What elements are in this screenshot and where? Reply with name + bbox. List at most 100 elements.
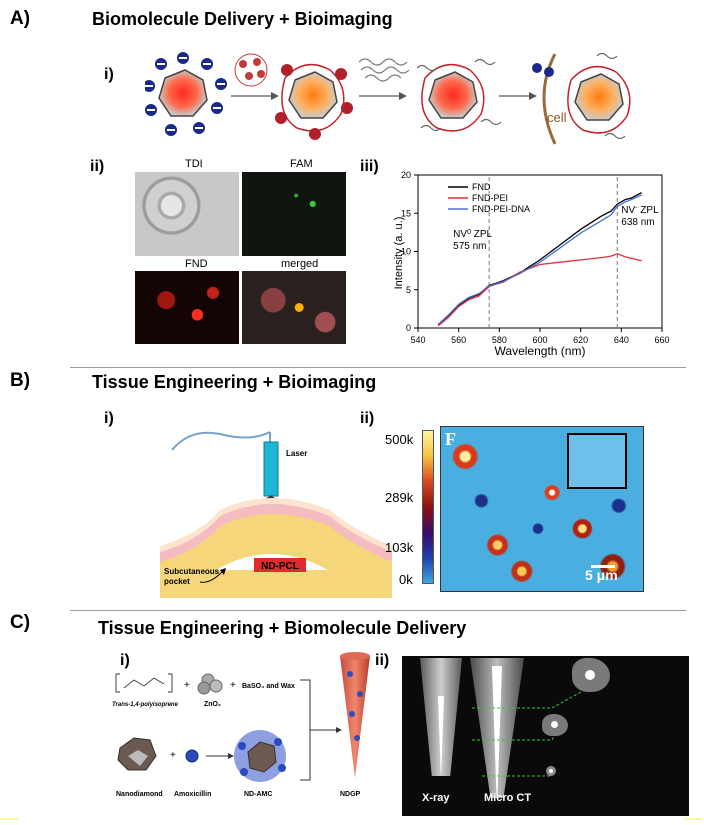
colorbar <box>422 430 434 584</box>
section-divider <box>70 367 686 368</box>
pei-cluster <box>234 53 268 87</box>
section-a-letter: A) <box>10 8 31 29</box>
zpl-annotation: NV- ZPL <box>621 205 659 217</box>
section-b-letter: B) <box>10 370 31 391</box>
cell-label: cell <box>547 110 567 125</box>
panel-b-i-label: i) <box>104 410 114 427</box>
panel-watermark-f: F <box>445 429 456 449</box>
ndgp-label: NDGP <box>340 791 361 798</box>
section-divider <box>70 610 686 611</box>
polyisoprene-structure <box>115 673 173 693</box>
ct-slice-2-core <box>551 721 558 728</box>
section-c-letter: C) <box>10 612 31 633</box>
section-c-title: Tissue Engineering + Biomolecule Deliver… <box>98 618 467 638</box>
micrograph-label-fam: FAM <box>290 158 313 170</box>
zpl-annotation-wavelength: 638 nm <box>621 217 654 228</box>
micrograph-grid: TDI FAM FND merged <box>135 158 347 344</box>
y-tick-label: 15 <box>401 208 411 218</box>
x-tick-label: 580 <box>492 335 507 345</box>
ndgp-cone: NDGP <box>340 652 370 798</box>
y-tick-label: 10 <box>401 247 411 257</box>
x-tick-label: 620 <box>573 335 588 345</box>
ndgp-formulation-schematic: Trans-1,4-polyisoprene + ZnO₂ + BaSO₄ an… <box>112 673 342 798</box>
y-axis-title: Intensity (a. u.) <box>393 217 405 290</box>
xray-label: X-ray <box>422 792 450 804</box>
nd-pei-particle <box>275 63 353 140</box>
series-line-fnd <box>437 192 643 326</box>
skin-layer <box>160 504 392 562</box>
panel-c-ii-label: ii) <box>375 652 390 669</box>
x-axis-title: Wavelength (nm) <box>495 344 586 358</box>
plus-sign: + <box>230 680 236 691</box>
y-tick-label: 20 <box>401 170 411 180</box>
cell-membrane <box>542 53 557 145</box>
combine-bracket <box>300 679 311 781</box>
baso-label: BaSO₄ and Wax <box>242 683 295 690</box>
microct-label: Micro CT <box>484 792 532 804</box>
legend-label: FND <box>472 182 491 192</box>
micrograph-label-tdi: TDI <box>185 158 203 170</box>
plus-sign: + <box>184 680 190 691</box>
nd-pcl-label: ND-PCL <box>261 561 299 572</box>
x-tick-label: 600 <box>532 335 547 345</box>
corner-mark <box>684 818 702 820</box>
series-line-fnd-pei <box>437 253 642 327</box>
y-tick-label: 0 <box>406 323 411 333</box>
corner-mark <box>0 818 18 820</box>
xray-root-fill <box>438 696 444 772</box>
section-a-title: Biomolecule Delivery + Bioimaging <box>92 9 393 29</box>
micrograph-label-merged: merged <box>281 258 319 270</box>
delivery-schematic: cell <box>145 52 631 145</box>
x-tick-label: 560 <box>451 335 466 345</box>
scale-bar <box>591 565 615 568</box>
fat-layer <box>160 509 392 598</box>
nd-pei-dna-particle <box>416 58 502 132</box>
x-tick-label: 660 <box>654 335 669 345</box>
nd-in-cell <box>532 52 631 140</box>
polyisoprene-label: Trans-1,4-polyisoprene <box>112 702 179 708</box>
micrograph-fam <box>242 172 346 256</box>
x-tick-label: 540 <box>410 335 425 345</box>
inset-control-image <box>567 433 627 489</box>
zpl-annotation-wavelength: 575 nm <box>453 241 486 252</box>
scale-bar-label: 5 μm <box>585 567 618 583</box>
nanodiamond-label: Nanodiamond <box>116 791 163 798</box>
zpl-annotation: NV0 ZPL <box>453 229 492 241</box>
y-tick-label: 5 <box>406 285 411 295</box>
colorbar-tick-500k: 500k <box>385 432 414 447</box>
zno-label: ZnO₂ <box>204 701 221 708</box>
nd-amc-label: ND-AMC <box>244 791 272 798</box>
dna-strands <box>358 58 410 82</box>
nd-pcl-implant <box>254 558 306 572</box>
plus-sign: + <box>170 750 176 761</box>
pocket-label-1: Subcutaneous <box>164 567 220 576</box>
legend-label: FND-PEI <box>472 193 508 203</box>
pocket-label-2: pocket <box>164 577 190 586</box>
panel-a-iii-label: iii) <box>360 158 379 175</box>
fluorescence-map: F 5 μm <box>440 426 644 592</box>
panel-a-i-label: i) <box>104 66 114 83</box>
panel-b-ii-label: ii) <box>360 410 375 427</box>
legend-label: FND-PEI-DNA <box>472 204 530 214</box>
micrograph-merged <box>242 271 346 344</box>
amoxicillin-label: Amoxicillin <box>174 791 211 798</box>
colorbar-tick-0k: 0k <box>399 572 413 587</box>
colorbar-tick-103k: 103k <box>385 540 414 555</box>
micrograph-fnd <box>135 271 239 344</box>
implant-schematic: Laser ND-PCL Subcutaneous pocket <box>160 431 392 598</box>
panel-c-i-label: i) <box>120 652 130 669</box>
x-tick-label: 640 <box>614 335 629 345</box>
laser-probe <box>263 441 279 497</box>
micrograph-label-fnd: FND <box>185 258 208 270</box>
panel-a-ii-label: ii) <box>90 158 105 175</box>
colorbar-tick-289k: 289k <box>385 490 414 505</box>
xray-microct-panel: X-ray Micro CT <box>402 656 689 816</box>
microct-root-fill <box>492 666 502 796</box>
ct-slice-1-core <box>585 670 595 680</box>
amoxicillin-sphere <box>185 749 199 763</box>
series-line-fnd-pei-dna <box>437 194 642 325</box>
ct-slice-3-core <box>549 769 553 773</box>
zno-spheres <box>197 673 223 695</box>
laser-label: Laser <box>286 449 307 458</box>
